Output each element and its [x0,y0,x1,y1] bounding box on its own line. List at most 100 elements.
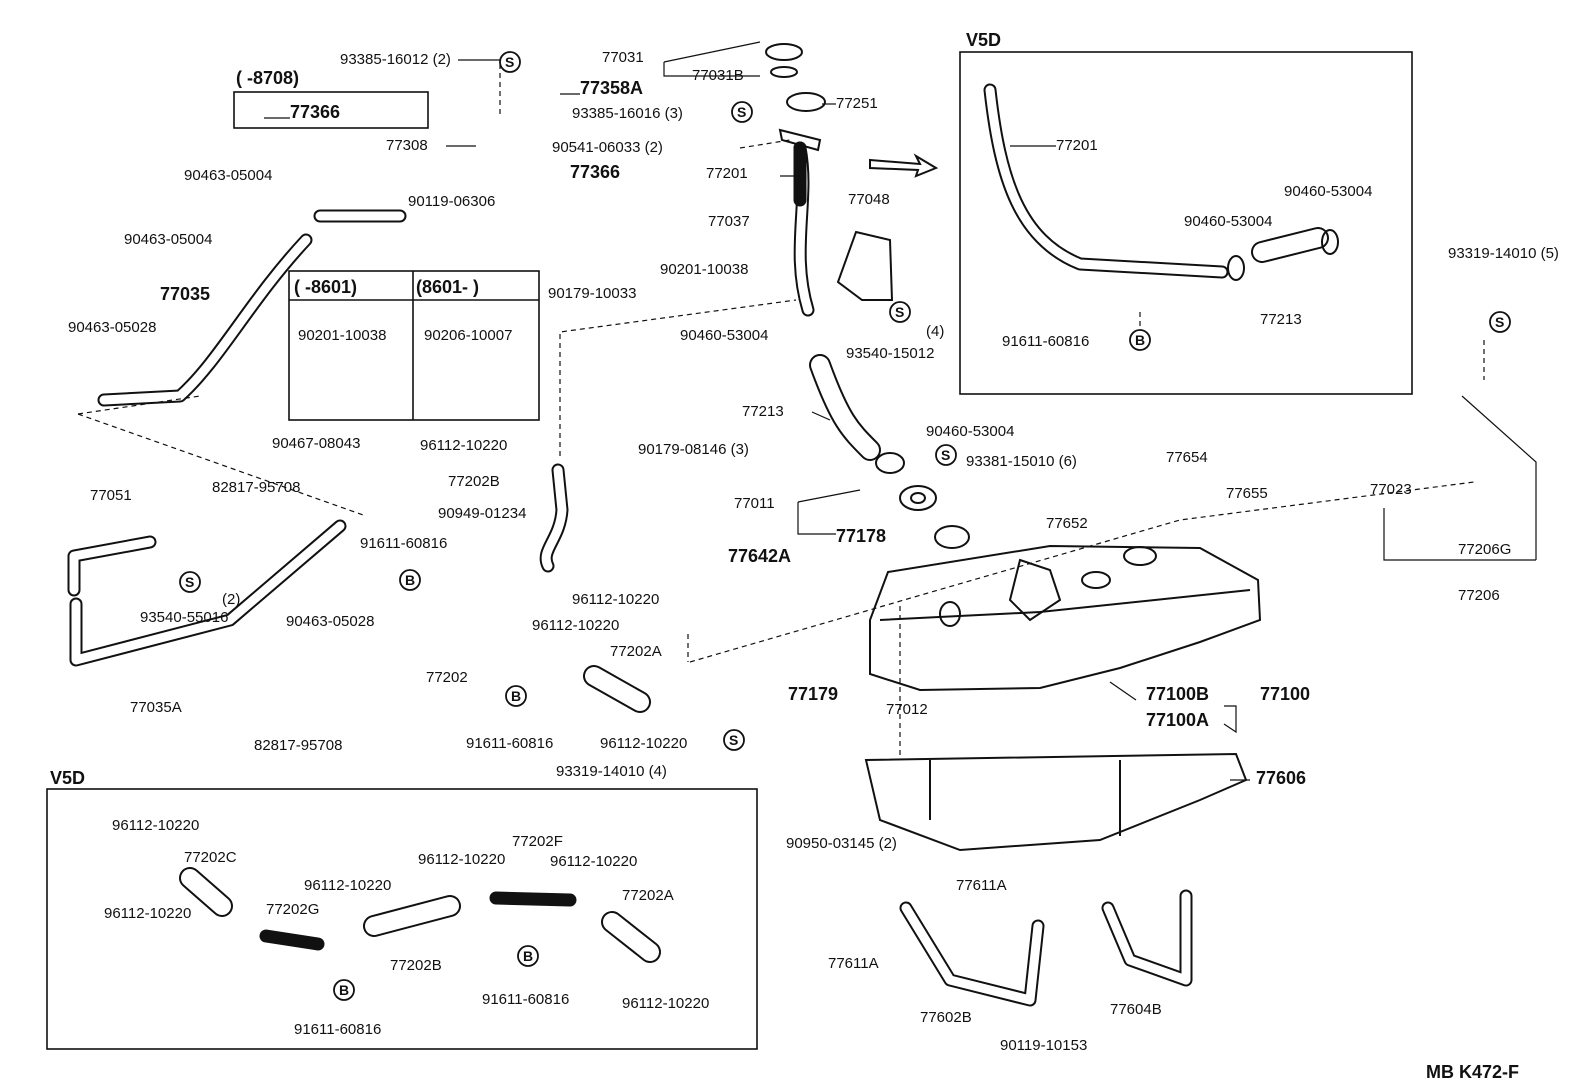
svg-text:93319-14010 (4): 93319-14010 (4) [556,763,667,780]
svg-text:90463-05004: 90463-05004 [184,167,272,184]
production-range-box [288,270,540,421]
svg-text:77202A: 77202A [610,643,662,660]
svg-text:77035: 77035 [160,284,210,304]
svg-text:77048: 77048 [848,191,890,208]
svg-text:93319-14010 (5): 93319-14010 (5) [1448,245,1559,262]
svg-text:B: B [339,982,349,998]
svg-text:96112-10220: 96112-10220 [418,851,505,868]
svg-text:82817-95708: 82817-95708 [212,479,300,496]
svg-text:S: S [505,54,514,70]
svg-text:90949-01234: 90949-01234 [438,505,526,522]
svg-text:90119-10153: 90119-10153 [1000,1037,1087,1054]
svg-text:90541-06033 (2): 90541-06033 (2) [552,139,663,156]
svg-text:93385-16016 (3): 93385-16016 (3) [572,105,683,122]
svg-text:91611-60816: 91611-60816 [466,735,553,752]
svg-text:S: S [1495,314,1504,330]
svg-text:93381-15010 (6): 93381-15010 (6) [966,453,1077,470]
svg-text:96112-10220: 96112-10220 [304,877,391,894]
svg-text:S: S [895,304,904,320]
svg-text:96112-10220: 96112-10220 [420,437,507,454]
svg-text:77358A: 77358A [580,78,643,98]
svg-text:77654: 77654 [1166,449,1208,466]
prod-range-b: (8601- ) [416,277,479,297]
svg-text:(2): (2) [222,591,240,608]
svg-text:B: B [405,572,415,588]
svg-text:90950-03145 (2): 90950-03145 (2) [786,835,897,852]
s-symbols: S S S S S S S [179,51,1511,751]
svg-text:77642A: 77642A [728,546,791,566]
svg-text:77606: 77606 [1256,768,1306,788]
svg-text:77201: 77201 [706,165,748,182]
svg-text:77100: 77100 [1260,684,1310,704]
svg-text:90179-08146 (3): 90179-08146 (3) [638,441,749,458]
svg-text:93540-55016: 93540-55016 [140,609,228,626]
prod-range-a: ( -8601) [294,277,357,297]
svg-text:77202: 77202 [426,669,468,686]
svg-text:77202G: 77202G [266,901,319,918]
svg-text:77178: 77178 [836,526,886,546]
svg-text:82817-95708: 82817-95708 [254,737,342,754]
b-symbols: B B B B B [333,329,1151,1001]
svg-text:77202A: 77202A [622,887,674,904]
svg-text:B: B [511,688,521,704]
svg-text:77652: 77652 [1046,515,1088,532]
svg-text:93540-15012: 93540-15012 [846,345,934,362]
svg-text:90463-05028: 90463-05028 [286,613,374,630]
svg-text:B: B [523,948,533,964]
svg-text:77011: 77011 [734,495,775,512]
svg-text:96112-10220: 96112-10220 [572,591,659,608]
part-labels: 93385-16012 (2) 77358A 77366 77308 90541… [68,49,1559,1054]
v5d-top-title: V5D [966,30,1001,50]
prod-range-top-box [233,91,429,129]
prod-range-top: ( -8708) [236,68,299,88]
svg-text:91611-60816: 91611-60816 [1002,333,1089,350]
svg-text:90460-53004: 90460-53004 [1284,183,1372,200]
svg-text:77201: 77201 [1056,137,1098,154]
svg-text:96112-10220: 96112-10220 [112,817,199,834]
svg-text:77213: 77213 [742,403,784,420]
svg-text:77611A: 77611A [956,877,1007,894]
svg-text:77202B: 77202B [448,473,500,490]
svg-text:B: B [1135,332,1145,348]
svg-text:S: S [729,732,738,748]
svg-text:77602B: 77602B [920,1009,972,1026]
svg-text:77023: 77023 [1370,481,1412,498]
svg-text:77206G: 77206G [1458,541,1511,558]
svg-text:77308: 77308 [386,137,428,154]
svg-text:77035A: 77035A [130,699,182,716]
v5d-top-box [959,51,1413,395]
svg-text:90460-53004: 90460-53004 [926,423,1014,440]
tank-protector [864,752,1248,852]
svg-text:91611-60816: 91611-60816 [294,1021,381,1038]
svg-text:77604B: 77604B [1110,1001,1162,1018]
svg-text:96112-10220: 96112-10220 [600,735,687,752]
svg-text:96112-10220: 96112-10220 [532,617,619,634]
svg-text:90463-05004: 90463-05004 [124,231,212,248]
svg-text:93385-16012 (2): 93385-16012 (2) [340,51,451,68]
svg-text:77031: 77031 [602,49,644,66]
svg-text:77037: 77037 [708,213,750,230]
svg-text:77202C: 77202C [184,849,237,866]
svg-text:90206-10007: 90206-10007 [424,327,512,344]
fuel-tank [869,544,1262,692]
svg-text:91611-60816: 91611-60816 [482,991,569,1008]
svg-text:S: S [185,574,194,590]
svg-text:77051: 77051 [90,487,132,504]
svg-text:77012: 77012 [886,701,928,718]
svg-text:90201-10038: 90201-10038 [660,261,748,278]
v5d-bottom-box [46,788,758,1050]
svg-text:(4): (4) [926,323,944,340]
svg-text:90179-10033: 90179-10033 [548,285,636,302]
svg-text:91611-60816: 91611-60816 [360,535,447,552]
svg-text:77366: 77366 [290,102,340,122]
svg-text:77251: 77251 [836,95,878,112]
svg-text:77611A: 77611A [828,955,879,972]
svg-text:96112-10220: 96112-10220 [622,995,709,1012]
svg-text:S: S [941,447,950,463]
svg-text:77655: 77655 [1226,485,1268,502]
svg-text:90460-53004: 90460-53004 [680,327,768,344]
svg-text:S: S [737,104,746,120]
svg-text:90119-06306: 90119-06306 [408,193,495,210]
svg-text:77206: 77206 [1458,587,1500,604]
